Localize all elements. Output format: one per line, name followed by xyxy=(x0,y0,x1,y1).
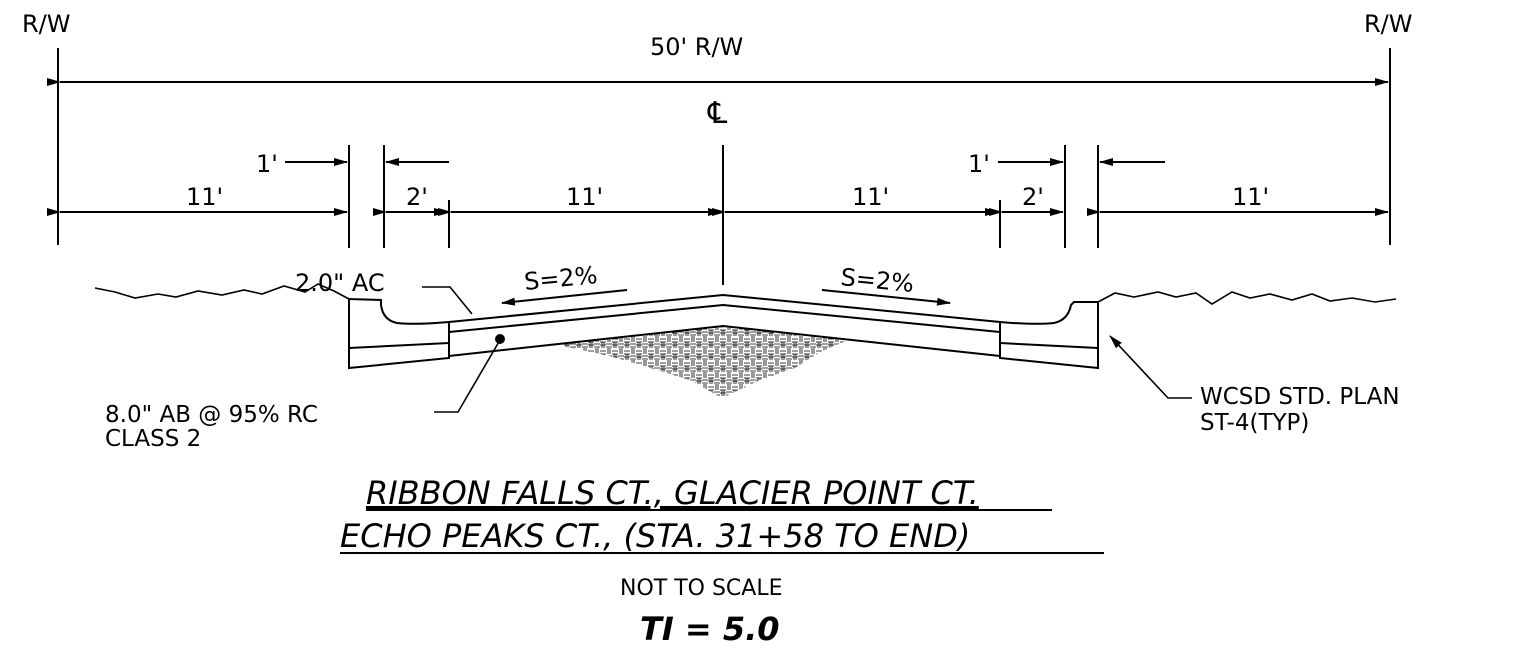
ac-note-label: 2.0" AC xyxy=(295,269,385,297)
curb-gutter-left xyxy=(348,297,450,370)
title-block: RIBBON FALLS CT., GLACIER POINT CT. ECHO… xyxy=(340,474,1104,648)
ab-bottom xyxy=(448,324,1001,357)
existing-ground xyxy=(94,283,1397,305)
centerline-symbol: ℄ xyxy=(707,96,727,131)
slope-arrow-right xyxy=(821,289,951,306)
ac-bottom xyxy=(448,303,1001,333)
rw-label-left: R/W xyxy=(22,10,71,38)
ab-note-line2: CLASS 2 xyxy=(105,426,201,452)
dim-1-left-label: 1' xyxy=(256,150,278,178)
callouts: 2.0" AC 8.0" AB @ 95% RC CLASS 2 WCSD ST… xyxy=(105,269,1400,452)
ab-note-line1: 8.0" AB @ 95% RC xyxy=(105,402,318,428)
scale-note: NOT TO SCALE xyxy=(620,576,783,601)
title-line2: ECHO PEAKS CT., (STA. 31+58 TO END) xyxy=(340,517,970,555)
dim-11-inner-left-label: 11' xyxy=(566,183,603,211)
slope-label-left: S=2% xyxy=(523,261,599,296)
std-plan-line2: ST-4(TYP) xyxy=(1200,410,1309,436)
std-plan-leader xyxy=(1109,335,1192,399)
title-line1: RIBBON FALLS CT., GLACIER POINT CT. xyxy=(366,474,979,512)
dim-2-right-label: 2' xyxy=(1022,183,1044,211)
centerline: ℄ xyxy=(707,96,727,285)
right-of-way-lines: R/W R/W 50' R/W xyxy=(22,10,1413,245)
dim-11-far-right-label: 11' xyxy=(1232,183,1269,211)
traffic-index: TI = 5.0 xyxy=(640,610,780,648)
dim-11-inner-right-label: 11' xyxy=(852,183,889,211)
curb-extension-lines xyxy=(348,145,1099,248)
ac-leader xyxy=(422,286,473,315)
dim-11-far-left-label: 11' xyxy=(186,183,223,211)
rw-label-right: R/W xyxy=(1364,10,1413,38)
ab-leader-dot xyxy=(495,334,505,344)
lane-dimensions: 1' 1' 11' 2' 11' 11' 2' 11' xyxy=(47,150,1389,216)
subgrade-hatch xyxy=(552,327,848,398)
slope-indicators: S=2% S=2% xyxy=(501,261,951,306)
std-plan-line1: WCSD STD. PLAN xyxy=(1200,384,1400,410)
curb-gutter-right xyxy=(999,301,1099,370)
dim-2-left-label: 2' xyxy=(406,183,428,211)
ac-surface xyxy=(448,293,1001,323)
rw-total-label: 50' R/W xyxy=(650,33,743,61)
dim-1-right-label: 1' xyxy=(968,150,990,178)
ab-leader xyxy=(434,339,501,413)
slope-arrow-left xyxy=(501,289,628,306)
pavement-section xyxy=(448,293,1001,357)
